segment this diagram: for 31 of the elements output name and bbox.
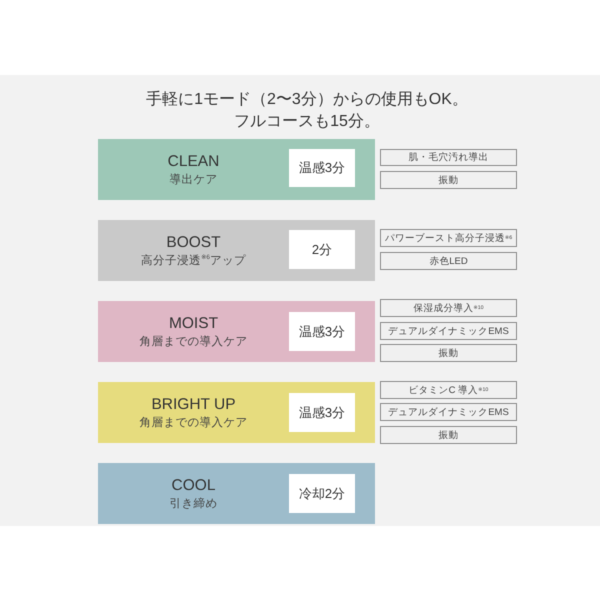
feature-box: パワーブースト高分子浸透$^{※6}$	[380, 229, 517, 247]
mode-description: 導出ケア	[170, 172, 218, 188]
mode-name: BOOST	[166, 232, 221, 252]
duration-box: 温感3分	[289, 393, 355, 432]
mode-name: MOIST	[168, 314, 218, 334]
feature-box: デュアルダイナミックEMS	[380, 322, 517, 340]
mode-name: COOL	[172, 476, 216, 496]
heading: 手軽に1モード（2〜3分）からの使用もOK。フルコースも15分。	[145, 90, 469, 132]
mode-description: 高分子浸透$^{※6}$アップ	[141, 252, 246, 268]
mode-panel	[98, 463, 375, 524]
mode-name: CLEAN	[168, 152, 220, 172]
mode-panel	[98, 139, 375, 200]
duration-box: 2分	[289, 230, 355, 269]
mode-panel	[98, 382, 375, 443]
mode-description: 角層までの導入ケア	[140, 415, 248, 430]
duration-box: 温感3分	[289, 312, 355, 351]
duration-box: 温感3分	[289, 149, 355, 187]
feature-box: 振動	[380, 426, 517, 444]
duration-box: 冷却2分	[289, 474, 355, 513]
feature-box: 振動	[380, 344, 517, 362]
mode-panel	[98, 301, 375, 362]
feature-box: 赤色LED	[380, 252, 517, 270]
feature-box: 肌・毛穴汚れ導出	[380, 149, 517, 166]
mode-description: 引き締め	[170, 496, 218, 512]
feature-box: 振動	[380, 171, 517, 189]
feature-box: デュアルダイナミックEMS	[380, 403, 517, 421]
feature-box: ビタミンC 導入$^{※10}$	[380, 381, 517, 399]
mode-name: BRIGHT UP	[151, 394, 236, 414]
mode-description: 角層までの導入ケア	[140, 334, 248, 350]
feature-box: 保湿成分導入$^{※10}$	[380, 299, 517, 317]
mode-panel	[98, 220, 375, 281]
